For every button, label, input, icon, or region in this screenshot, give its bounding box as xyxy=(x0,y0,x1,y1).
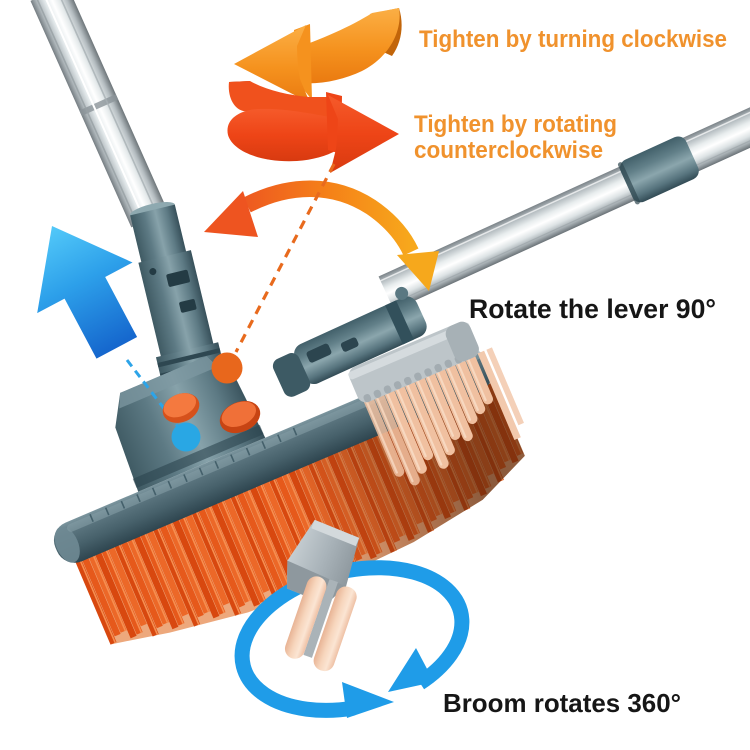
svg-text:Tighten by rotating: Tighten by rotating xyxy=(414,111,617,138)
svg-text:Rotate the lever 90°: Rotate the lever 90° xyxy=(469,294,716,324)
svg-text:Tighten by turning clockwise: Tighten by turning clockwise xyxy=(419,26,727,53)
svg-text:Broom rotates 360°: Broom rotates 360° xyxy=(443,688,681,718)
svg-text:counterclockwise: counterclockwise xyxy=(414,137,603,164)
